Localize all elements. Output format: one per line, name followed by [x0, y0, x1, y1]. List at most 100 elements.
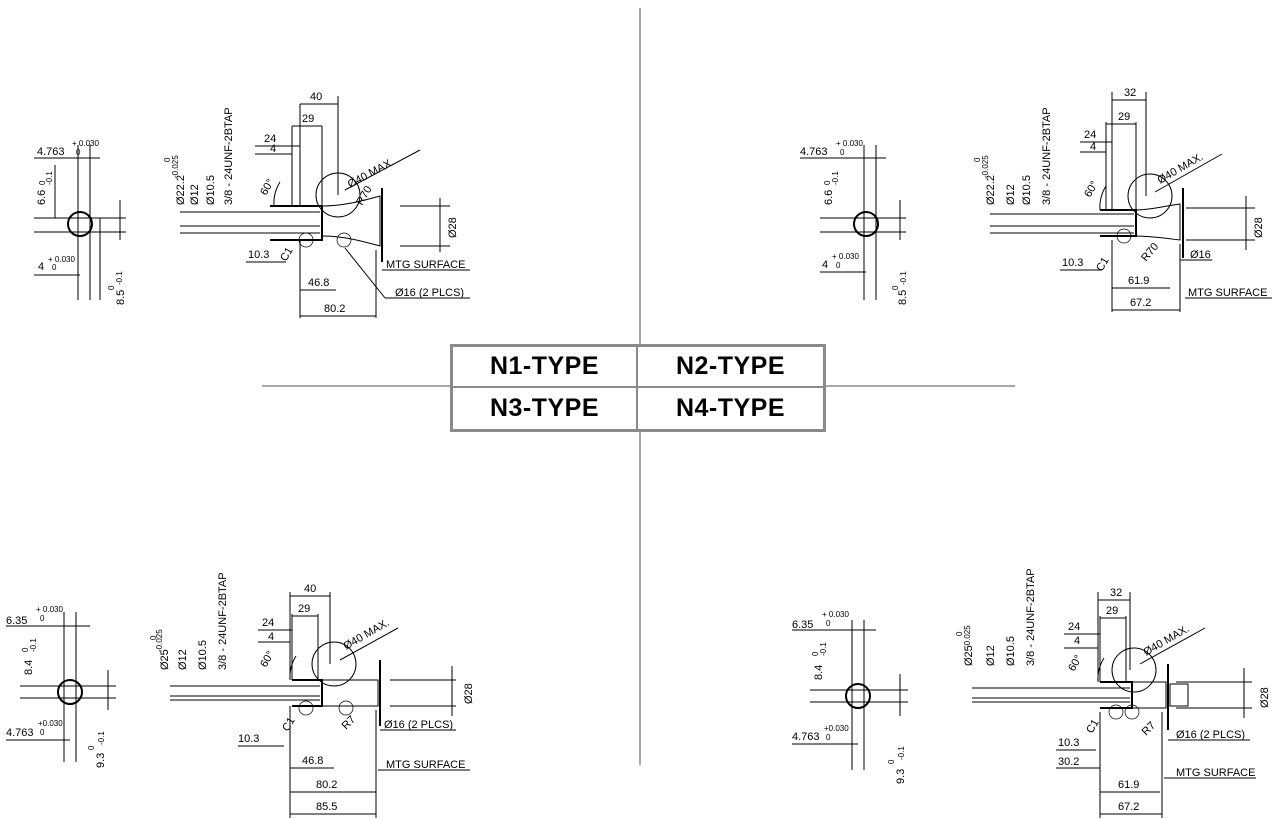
n4-dim-29: 29 — [1106, 605, 1118, 617]
n2-c1: C1 — [1094, 255, 1111, 273]
n3-dim-80-2: 80.2 — [316, 779, 337, 791]
svg-text:0: 0 — [973, 157, 982, 162]
n1-key-depth: 6.6 — [36, 190, 48, 205]
n1-tap: 3/8 - 24UNF-2BTAP — [223, 107, 235, 205]
n1-dim-29: 29 — [302, 113, 314, 125]
svg-text:0: 0 — [52, 263, 57, 272]
n4-key-offset: 4.763 — [792, 731, 820, 743]
n2-dia16: Ø16 — [1190, 249, 1211, 261]
n3-60deg: 60° — [258, 649, 277, 669]
svg-text:-0.025: -0.025 — [155, 629, 164, 652]
n4-dim-24: 24 — [1068, 621, 1080, 633]
n3-dia28: Ø28 — [463, 683, 475, 704]
svg-text:0: 0 — [40, 728, 45, 737]
n4-dia10-5: Ø10.5 — [1005, 636, 1017, 666]
n3-dia25: Ø25 — [159, 649, 171, 670]
type-n3-label: N3-TYPE — [453, 388, 638, 429]
n4-60deg: 60° — [1066, 653, 1085, 673]
n1-key-offset: 4 — [38, 261, 44, 273]
n4-dim-10-3: 10.3 — [1058, 737, 1079, 749]
n2-dia22-2: Ø22.2 — [985, 175, 997, 205]
svg-text:-0.1: -0.1 — [45, 171, 54, 185]
svg-text:0: 0 — [826, 733, 831, 742]
n2-dim-4: 4 — [1090, 141, 1096, 153]
svg-text:0: 0 — [887, 759, 896, 764]
n4-side-view: 32 29 24 4 10.3 30.2 61.9 67.2 MTG SURFA… — [955, 568, 1271, 818]
n4-dia16-2plcs: Ø16 (2 PLCS) — [1176, 729, 1245, 741]
n3-r7: R7 — [340, 714, 358, 732]
n3-key-offset: 4.763 — [6, 727, 34, 739]
n3-key-view: 6.35 + 0.030 0 8.4 0 -0.1 4.763 +0.030 0… — [6, 605, 116, 768]
n4-dia25: Ø25 — [963, 645, 975, 666]
svg-text:-0.025: -0.025 — [963, 625, 972, 648]
svg-text:+ 0.030: + 0.030 — [822, 610, 849, 619]
n1-dia12: Ø12 — [189, 184, 201, 205]
n2-dia12: Ø12 — [1005, 184, 1017, 205]
svg-text:0: 0 — [840, 148, 845, 157]
n1-dia10-5: Ø10.5 — [205, 175, 217, 205]
n4-dim-4: 4 — [1074, 635, 1080, 647]
type-legend-table: N1-TYPE N2-TYPE N3-TYPE N4-TYPE — [450, 344, 826, 432]
n2-side-view: 32 29 24 4 10.3 61.9 67.2 MTG SURFACE Ø1… — [973, 87, 1272, 312]
n1-key-view: 4.763 + 0.030 0 6.6 0 -0.1 4 + 0.030 0 8… — [34, 139, 127, 305]
n3-mtg-surface: MTG SURFACE — [386, 759, 465, 771]
n3-dim-10-3: 10.3 — [238, 733, 259, 745]
svg-text:-0.025: -0.025 — [171, 155, 180, 178]
n3-dim-46-8: 46.8 — [302, 755, 323, 767]
n4-key-width: 6.35 — [792, 619, 813, 631]
svg-text:0: 0 — [823, 180, 832, 185]
svg-text:-0.1: -0.1 — [899, 271, 908, 285]
svg-text:-0.025: -0.025 — [981, 155, 990, 178]
svg-text:-0.1: -0.1 — [115, 271, 124, 285]
n3-dim-40: 40 — [304, 583, 316, 595]
type-n4-label: N4-TYPE — [675, 394, 786, 422]
n2-dim-67-2: 67.2 — [1130, 297, 1151, 309]
svg-text:+ 0.030: + 0.030 — [36, 605, 63, 614]
n4-dim-61-9: 61.9 — [1118, 779, 1139, 791]
svg-text:-0.1: -0.1 — [831, 171, 840, 185]
n2-dia40max: Ø40 MAX. — [1156, 151, 1206, 187]
svg-text:0: 0 — [811, 651, 820, 656]
n1-side-view: 40 29 24 4 10.3 46.8 80.2 MTG SURFACE Ø1… — [163, 91, 470, 318]
n1-dim-80-2: 80.2 — [324, 303, 345, 315]
n1-dim-4: 4 — [270, 143, 276, 155]
n3-dia10-5: Ø10.5 — [197, 640, 209, 670]
n2-dim-61-9: 61.9 — [1128, 275, 1149, 287]
n2-dim-10-3: 10.3 — [1062, 257, 1083, 269]
n1-dim-46-8: 46.8 — [308, 277, 329, 289]
n2-key-offset: 4 — [822, 259, 828, 271]
svg-text:0: 0 — [149, 635, 158, 640]
n1-60deg: 60° — [258, 177, 277, 197]
n4-dia28: Ø28 — [1259, 687, 1271, 708]
n1-dia16-2plcs: Ø16 (2 PLCS) — [395, 287, 464, 299]
svg-text:0: 0 — [21, 647, 30, 652]
svg-text:+ 0.030: + 0.030 — [72, 139, 99, 148]
n4-key-height: 9.3 — [895, 769, 907, 784]
n1-c1: C1 — [278, 245, 295, 263]
n3-dim-24: 24 — [262, 617, 274, 629]
n1-dia40max: Ø40 MAX. — [346, 156, 396, 190]
n3-dia12: Ø12 — [177, 649, 189, 670]
n2-key-height: 8.5 — [897, 290, 909, 305]
n4-dia12: Ø12 — [985, 645, 997, 666]
n2-tap: 3/8 - 24UNF-2BTAP — [1041, 107, 1053, 205]
n2-r70: R70 — [1139, 241, 1161, 264]
n3-c1: C1 — [280, 715, 297, 733]
svg-text:+0.030: +0.030 — [824, 724, 849, 733]
n4-dim-67-2: 67.2 — [1118, 801, 1139, 813]
n1-mtg-surface: MTG SURFACE — [386, 259, 465, 271]
n4-c1: C1 — [1084, 717, 1101, 735]
n2-dim-24: 24 — [1084, 129, 1096, 141]
n1-r70: R70 — [354, 184, 374, 207]
n1-shaft-section — [67, 211, 93, 237]
svg-text:0: 0 — [826, 619, 831, 628]
n3-dim-29: 29 — [298, 603, 310, 615]
n4-tap: 3/8 - 24UNF-2BTAP — [1025, 568, 1037, 666]
svg-text:0: 0 — [163, 157, 172, 162]
svg-text:+ 0.030: + 0.030 — [836, 139, 863, 148]
svg-text:0: 0 — [40, 614, 45, 623]
svg-text:0: 0 — [891, 285, 900, 290]
n3-dim-4: 4 — [268, 631, 274, 643]
n1-dim-10-3: 10.3 — [248, 249, 269, 261]
